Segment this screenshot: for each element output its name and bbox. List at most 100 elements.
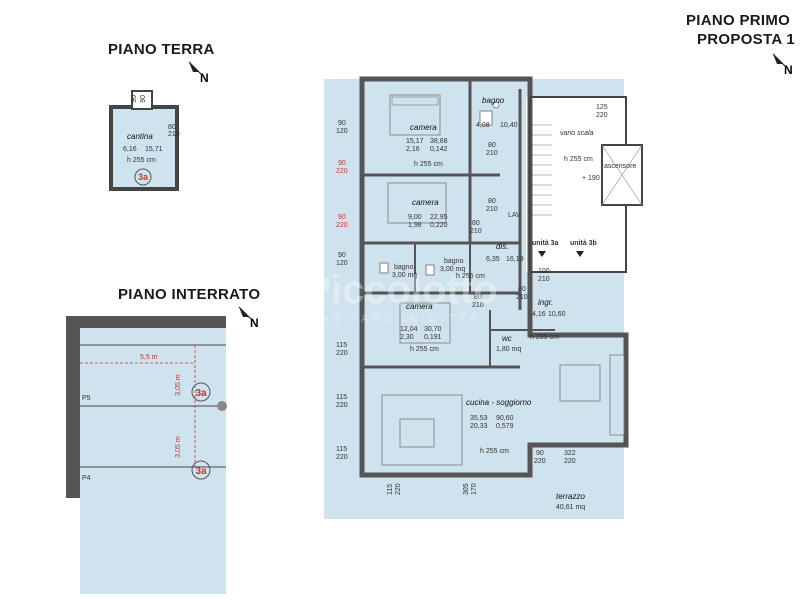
door-dim: 210 (486, 150, 498, 157)
area-value: 20,33 (470, 423, 488, 430)
window-dim: 90 (338, 120, 346, 127)
area-value: 0,142 (430, 146, 448, 153)
window-dim: 220 (336, 222, 348, 229)
window-dim: 170 (471, 483, 478, 495)
area-value: 1,80 mq (496, 346, 521, 353)
unit-badge: 3a (195, 388, 207, 399)
door-dim: 210 (486, 206, 498, 213)
area-value: 40,61 mq (556, 504, 585, 511)
door-dim: 125 (596, 104, 608, 111)
door-dim: 210 (516, 294, 528, 301)
door-dim: 80 (518, 286, 526, 293)
door-dim: 80 (488, 198, 496, 205)
area-value: 10,60 (548, 311, 566, 318)
unit-label-3b: unità 3b (570, 240, 597, 247)
window-dim: 305 (463, 483, 470, 495)
height-value: h 255 cm (456, 273, 485, 280)
north-arrow-icon: N (238, 306, 259, 329)
area-value: 12,04 (400, 326, 418, 333)
unit-badge: 3a (138, 172, 149, 182)
window-dim: 115 (387, 484, 394, 495)
door-dim: 90 (131, 95, 138, 103)
area-value: 10,40 (500, 122, 518, 129)
window-dim: 220 (564, 458, 576, 465)
room-dis: dis. (496, 242, 508, 251)
area-value: 0,191 (424, 334, 442, 341)
window-dims-left: 90 120 90 220 90 220 90 120 115 220 115 … (336, 120, 348, 461)
dim-depth: 3,05 m (175, 436, 182, 458)
window-dim: 220 (534, 458, 546, 465)
door-dim: 80 (168, 124, 176, 131)
room-ascensore: ascensore (604, 163, 636, 170)
area-value: 6,16 (123, 146, 137, 153)
area-value: 30,70 (424, 326, 442, 333)
area-value: 15,71 (145, 146, 163, 153)
door-dim: 80 (472, 220, 480, 227)
room-camera-1: camera (410, 123, 437, 132)
area-value: 35,53 (470, 415, 488, 422)
title-piano-primo: PIANO PRIMO (686, 12, 791, 29)
room-cantina: cantina (127, 132, 153, 141)
room-bagno: bagno (482, 96, 505, 105)
area-value: 2,16 (406, 146, 420, 153)
parking-label: P4 (82, 475, 91, 482)
title-piano-interrato: PIANO INTERRATO (118, 286, 261, 303)
area-value: 16,19 (506, 256, 524, 263)
plan-piano-primo: camera 15,17 38,68 2,16 0,142 h 255 cm c… (324, 76, 643, 519)
north-label: N (200, 71, 209, 84)
door-dim: 210 (168, 131, 180, 138)
window-dim: 220 (336, 168, 348, 175)
lav-label: LAV (508, 212, 521, 219)
door-dim: 210 (470, 228, 482, 235)
window-dim: 115 (336, 342, 347, 349)
room-bagno: bagno (394, 264, 414, 271)
room-bagno: bagno (444, 258, 464, 265)
room-camera-3: camera (406, 302, 433, 311)
unit-badge: 3a (195, 466, 207, 477)
window-dim: 220 (336, 402, 348, 409)
window-dim: 220 (336, 454, 348, 461)
window-dim: 120 (336, 260, 348, 267)
area-value: 4,16 (532, 311, 546, 318)
room-terrazzo: terrazzo (556, 492, 585, 501)
area-value: 0,579 (496, 423, 514, 430)
height-value: h 255 cm (564, 156, 593, 163)
unit-arrow-icon (538, 251, 546, 257)
window-dim: 90 (338, 252, 346, 259)
door-dim: 80 (474, 294, 482, 301)
room-camera-2: camera (412, 198, 439, 207)
plan-piano-terra: 90 90 cantina 80 210 6,16 15,71 h 255 cm… (109, 90, 180, 191)
area-value: 9,00 (408, 214, 422, 221)
area-value: 6,35 (486, 256, 500, 263)
north-arrow-icon: N (188, 61, 209, 84)
area-value: 1,98 (408, 222, 422, 229)
north-label: N (784, 63, 793, 76)
unit-label-3a: unità 3a (532, 240, 559, 247)
room-cucina-soggiorno: cucina - soggiorno (466, 398, 532, 407)
window-dim: 322 (564, 450, 576, 457)
window-dim: 90 (338, 160, 346, 167)
dim-width: 5,5 m (140, 354, 158, 361)
area-value: 22,95 (430, 214, 448, 221)
door-dim: 90 (140, 95, 147, 103)
window-dim: 220 (395, 483, 402, 495)
north-label: N (250, 316, 259, 329)
level-value: + 190 (582, 175, 600, 182)
height-value: h 255 cm (530, 334, 559, 341)
room-wc: wc (502, 334, 512, 343)
door-dim: 100 (538, 268, 550, 275)
parking-label: P5 (82, 395, 91, 402)
height-value: h 255 cm (480, 448, 509, 455)
height-value: h 255 cm (410, 346, 439, 353)
window-dim: 90 (338, 214, 346, 221)
area-value: 15,17 (406, 138, 424, 145)
area-value: 4,08 (476, 122, 490, 129)
area-value: 3,00 mq (440, 266, 465, 273)
title-piano-terra: PIANO TERRA (108, 41, 215, 58)
area-value: 90,60 (496, 415, 514, 422)
door-dim: 80 (488, 142, 496, 149)
window-dim: 90 (536, 450, 544, 457)
title-proposta: PROPOSTA 1 (697, 31, 796, 48)
room-vano-scala: vano scala (560, 130, 594, 137)
dim-depth: 3,05 m (175, 374, 182, 396)
